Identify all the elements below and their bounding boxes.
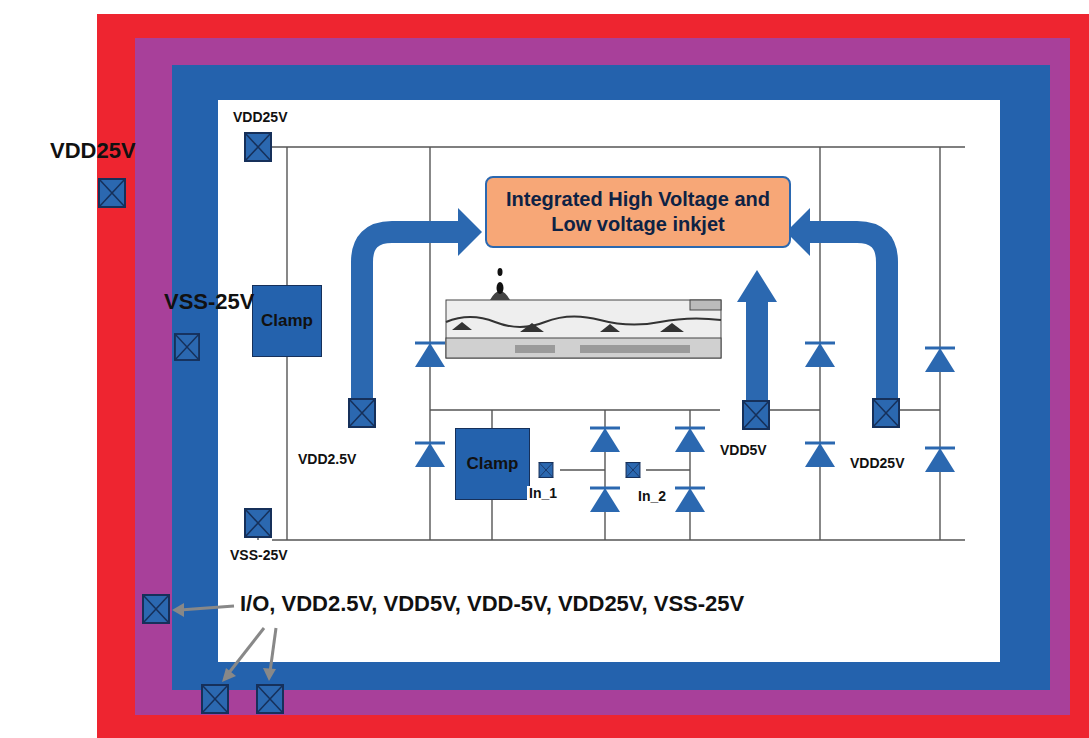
outer-band: [97, 14, 1089, 738]
pin-label: VDD5V: [718, 443, 769, 458]
pin-label: In_1: [527, 486, 559, 501]
clamp-box: Clamp: [455, 428, 530, 500]
middle-band: [135, 38, 1070, 715]
clamp-box: Clamp: [252, 285, 322, 357]
node-text: Integrated High Voltage and Low voltage …: [495, 187, 781, 237]
wires: [258, 147, 965, 540]
pin-label: VDD25V: [50, 139, 136, 163]
node-text: Clamp: [261, 310, 313, 331]
pin-label: In_2: [636, 489, 668, 504]
pin-label: VDD25V: [231, 110, 289, 125]
flow-arrows: [362, 232, 887, 400]
pin-label: I/O, VDD2.5V, VDD5V, VDD-5V, VDD25V, VSS…: [240, 592, 744, 616]
chip-box: Integrated High Voltage and Low voltage …: [485, 176, 791, 248]
pin-label: VSS-25V: [228, 548, 290, 563]
core-area: [218, 100, 1000, 662]
node-text: Clamp: [467, 453, 519, 474]
pin-label: VDD25V: [848, 456, 906, 471]
inner-band: [172, 65, 1050, 690]
cross-section: [446, 268, 721, 358]
pin-label: VSS-25V: [164, 290, 255, 314]
pin-label: VDD2.5V: [296, 452, 358, 467]
